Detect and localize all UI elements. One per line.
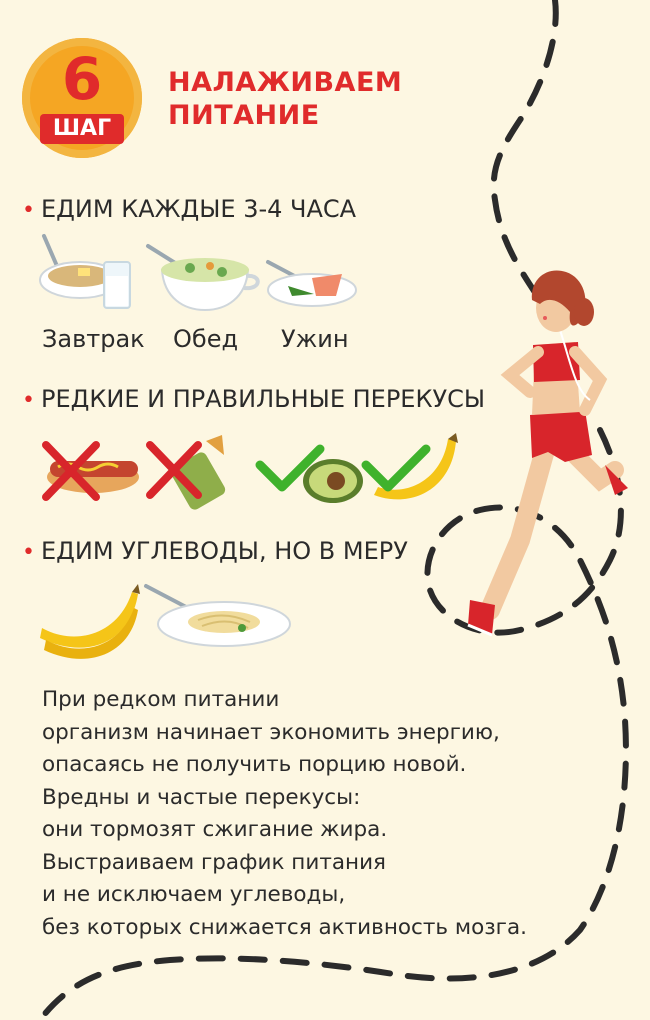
dashed-path	[37, 0, 629, 1020]
section-snacks-heading: •РЕДКИЕ И ПРАВИЛЬНЫЕ ПЕРЕКУСЫ	[22, 385, 486, 413]
paragraph-line: организм начинает экономить энергию,	[42, 719, 500, 745]
bullet-dot: •	[22, 198, 35, 223]
green-check-icon	[361, 444, 431, 492]
paragraph-line: и не исключаем углеводы,	[42, 882, 346, 907]
red-x-icon	[146, 441, 202, 499]
banana-icon	[374, 433, 458, 500]
description-paragraph: При редком питании организм начинает эко…	[42, 684, 527, 944]
bullet-dot: •	[22, 540, 35, 565]
section-meals-heading: •ЕДИМ КАЖДЫЕ 3-4 ЧАСА	[22, 195, 357, 223]
milk-glass-icon	[103, 261, 131, 309]
meals-icons	[39, 234, 357, 312]
pasta-plate-icon	[144, 584, 291, 647]
snacks-icons	[42, 433, 458, 510]
step-badge: 6 ШАГ	[22, 38, 142, 158]
avocado-icon	[303, 459, 363, 503]
porridge-bowl-icon	[39, 234, 121, 299]
section-carbs-heading: •ЕДИМ УГЛЕВОДЫ, НО В МЕРУ	[22, 537, 408, 565]
paragraph-line: При редком питании	[42, 687, 280, 712]
step-label: ШАГ	[40, 114, 124, 144]
paragraph-line: Выстраиваем график питания	[42, 849, 386, 875]
runner-illustration	[467, 270, 628, 637]
paragraph-line: опасаясь не получить порцию новой.	[42, 752, 467, 777]
salmon-plate-icon	[266, 260, 357, 307]
title-line-2: ПИТАНИЕ	[168, 100, 320, 131]
meal-label-dinner: Ужин	[281, 325, 349, 353]
meal-label-breakfast: Завтрак	[42, 325, 145, 353]
paragraph-line: Вредны и частые перекусы:	[42, 784, 361, 810]
burrito-icon	[170, 435, 226, 510]
title-line-1: НАЛАЖИВАЕМ	[168, 67, 403, 98]
paragraph-line: они тормозят сжигание жира.	[42, 817, 388, 842]
soup-bowl-icon	[146, 244, 260, 312]
red-x-icon	[42, 441, 100, 501]
paragraph-line: без которых снижается активность мозга.	[42, 914, 527, 940]
green-check-icon	[255, 444, 325, 492]
bullet-dot: •	[22, 388, 35, 413]
banana-icon	[40, 584, 140, 659]
meal-label-lunch: Обед	[173, 325, 239, 353]
step-number: 6	[61, 45, 103, 113]
page-title: НАЛАЖИВАЕМ ПИТАНИЕ	[168, 66, 402, 132]
carbs-icons	[40, 584, 291, 659]
